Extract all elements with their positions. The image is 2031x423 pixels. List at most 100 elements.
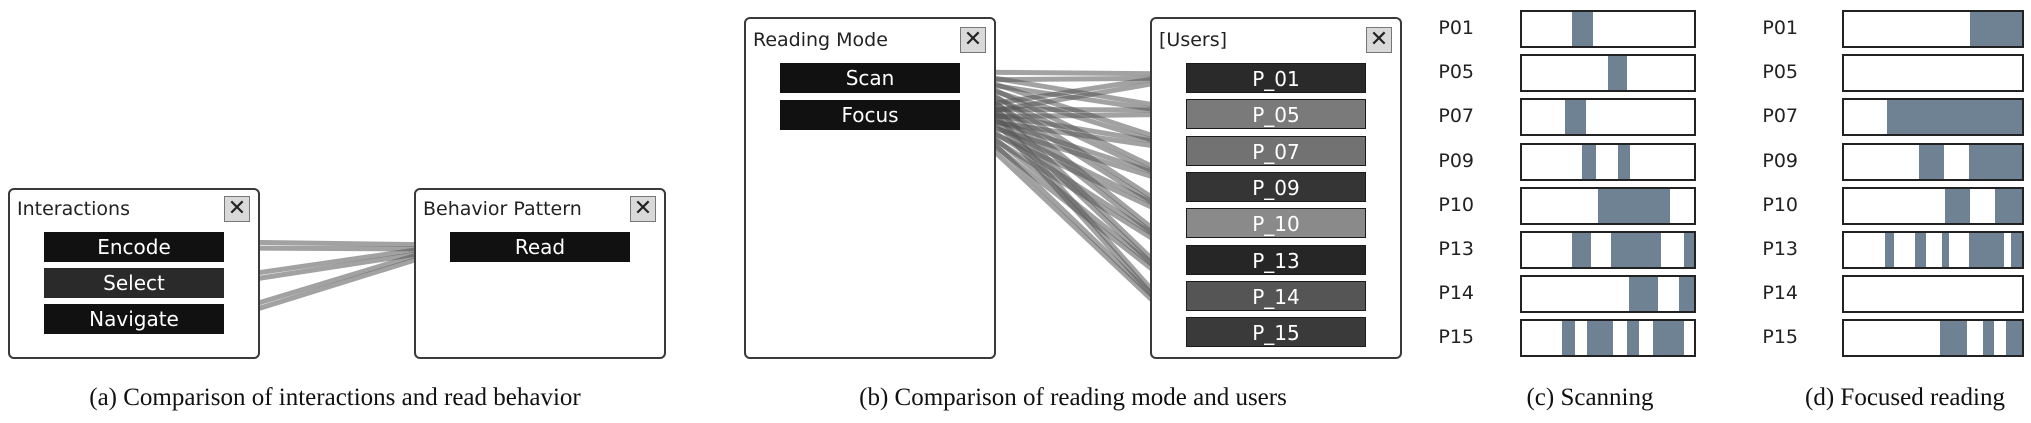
link-line xyxy=(221,242,451,317)
scanning-segment xyxy=(1611,233,1662,267)
scanning-segment xyxy=(1652,321,1684,356)
scanning-row-label: P13 xyxy=(1438,238,1474,260)
user-item[interactable]: P_15 xyxy=(1186,317,1366,348)
behavior-pattern-close-button[interactable]: ✕ xyxy=(630,196,656,222)
focused-row-label: P10 xyxy=(1762,193,1798,216)
focused-segment xyxy=(1886,100,2022,135)
focused-timeline-bar xyxy=(1842,98,2024,137)
focused-timeline-bar xyxy=(1842,275,2024,314)
focused-row-label: P09 xyxy=(1762,149,1798,172)
focused-segment xyxy=(1982,321,1994,356)
reading-mode-panel: Reading Mode ✕ Scan Focus xyxy=(744,17,996,359)
user-item[interactable]: P_13 xyxy=(1186,244,1366,275)
focused-row-label: P14 xyxy=(1762,282,1798,305)
focused-timeline-bar xyxy=(1842,231,2024,269)
user-item[interactable]: P_05 xyxy=(1186,99,1366,130)
focused-timeline-bar xyxy=(1842,10,2024,48)
user-item[interactable]: P_10 xyxy=(1186,208,1366,239)
scanning-segment xyxy=(1683,233,1694,267)
interaction-navigate[interactable]: Navigate xyxy=(44,304,224,334)
link-line xyxy=(956,70,1188,294)
focused-row-label: P07 xyxy=(1762,105,1798,128)
users-title: [Users] xyxy=(1159,29,1228,51)
focused-segment xyxy=(1884,233,1894,267)
behavior-read[interactable]: Read xyxy=(450,232,630,262)
focused-segment xyxy=(1970,12,2022,46)
focused-segment xyxy=(2011,233,2022,267)
focused-segment xyxy=(1941,233,1949,267)
focused-segment xyxy=(1940,321,1967,356)
scanning-timeline-bar xyxy=(1520,186,1696,225)
scanning-segment xyxy=(1571,233,1591,267)
link-line xyxy=(957,69,1187,77)
interactions-panel: Interactions ✕ Encode Select Navigate xyxy=(8,188,260,359)
reading-mode-close-button[interactable]: ✕ xyxy=(960,27,986,53)
caption-d: (d) Focused reading xyxy=(1805,384,2005,411)
reading-mode-scan[interactable]: Scan xyxy=(780,63,960,93)
focused-timeline-bar xyxy=(1842,54,2024,93)
scanning-row-label: P05 xyxy=(1438,61,1474,84)
scanning-timeline-bar xyxy=(1520,54,1696,93)
links-interactions-to-read xyxy=(221,239,451,323)
scanning-row-label: P07 xyxy=(1438,105,1474,128)
scanning-row-label: P01 xyxy=(1438,17,1474,39)
scanning-segment xyxy=(1628,277,1658,312)
focused-row-label: P15 xyxy=(1762,326,1798,349)
scanning-segment xyxy=(1561,321,1576,356)
link-line xyxy=(957,69,1187,113)
scanning-timeline-bar xyxy=(1520,142,1696,181)
interaction-select[interactable]: Select xyxy=(44,268,224,298)
user-item[interactable]: P_09 xyxy=(1186,171,1366,202)
scanning-row-label: P15 xyxy=(1438,326,1474,349)
reading-mode-title: Reading Mode xyxy=(753,29,888,51)
scanning-timeline-bar xyxy=(1520,10,1696,48)
scanning-timeline-bar xyxy=(1520,98,1696,137)
scanning-segment xyxy=(1582,144,1596,179)
behavior-pattern-panel: Behavior Pattern ✕ Read xyxy=(414,188,666,359)
interactions-close-button[interactable]: ✕ xyxy=(224,196,250,222)
links-reading-mode-to-users xyxy=(956,69,1188,334)
scanning-segment xyxy=(1608,56,1627,91)
focused-row-label: P01 xyxy=(1762,17,1798,39)
scanning-segment xyxy=(1678,277,1694,312)
link-line xyxy=(956,69,1188,186)
caption-a: (a) Comparison of interactions and read … xyxy=(89,384,581,411)
scanning-row-label: P10 xyxy=(1438,193,1474,216)
scanning-segment xyxy=(1597,188,1670,223)
interactions-title: Interactions xyxy=(17,198,130,220)
link-line xyxy=(957,69,1187,149)
focused-segment xyxy=(1968,144,2022,179)
users-close-button[interactable]: ✕ xyxy=(1366,27,1392,53)
focused-segment xyxy=(2005,321,2022,356)
focused-row-label: P05 xyxy=(1762,61,1798,84)
focused-row-label: P13 xyxy=(1762,238,1798,260)
focused-timeline-bar xyxy=(1842,142,2024,181)
caption-b: (b) Comparison of reading mode and users xyxy=(859,384,1287,411)
link-line xyxy=(221,242,451,281)
scanning-timeline-bar xyxy=(1520,275,1696,314)
focused-segment xyxy=(1918,144,1944,179)
link-line xyxy=(956,70,1188,258)
link-line xyxy=(956,115,1188,334)
link-line xyxy=(956,69,1188,222)
user-item[interactable]: P_07 xyxy=(1186,135,1366,166)
link-line xyxy=(956,70,1188,330)
scanning-row-label: P14 xyxy=(1438,282,1474,305)
scanning-segment xyxy=(1618,144,1631,179)
scanning-row-label: P09 xyxy=(1438,149,1474,172)
scanning-segment xyxy=(1587,321,1614,356)
scanning-segment xyxy=(1565,100,1586,135)
interaction-encode[interactable]: Encode xyxy=(44,232,224,262)
scanning-segment xyxy=(1571,12,1593,46)
reading-mode-focus[interactable]: Focus xyxy=(780,100,960,130)
user-item[interactable]: P_14 xyxy=(1186,280,1366,311)
focused-segment xyxy=(1915,233,1926,267)
user-item[interactable]: P_01 xyxy=(1186,63,1366,93)
scanning-timeline-bar xyxy=(1520,319,1696,358)
link-line xyxy=(221,239,451,248)
link-line xyxy=(221,246,451,323)
link-line xyxy=(956,107,1188,330)
behavior-pattern-title: Behavior Pattern xyxy=(423,198,582,220)
focused-timeline-bar xyxy=(1842,319,2024,358)
